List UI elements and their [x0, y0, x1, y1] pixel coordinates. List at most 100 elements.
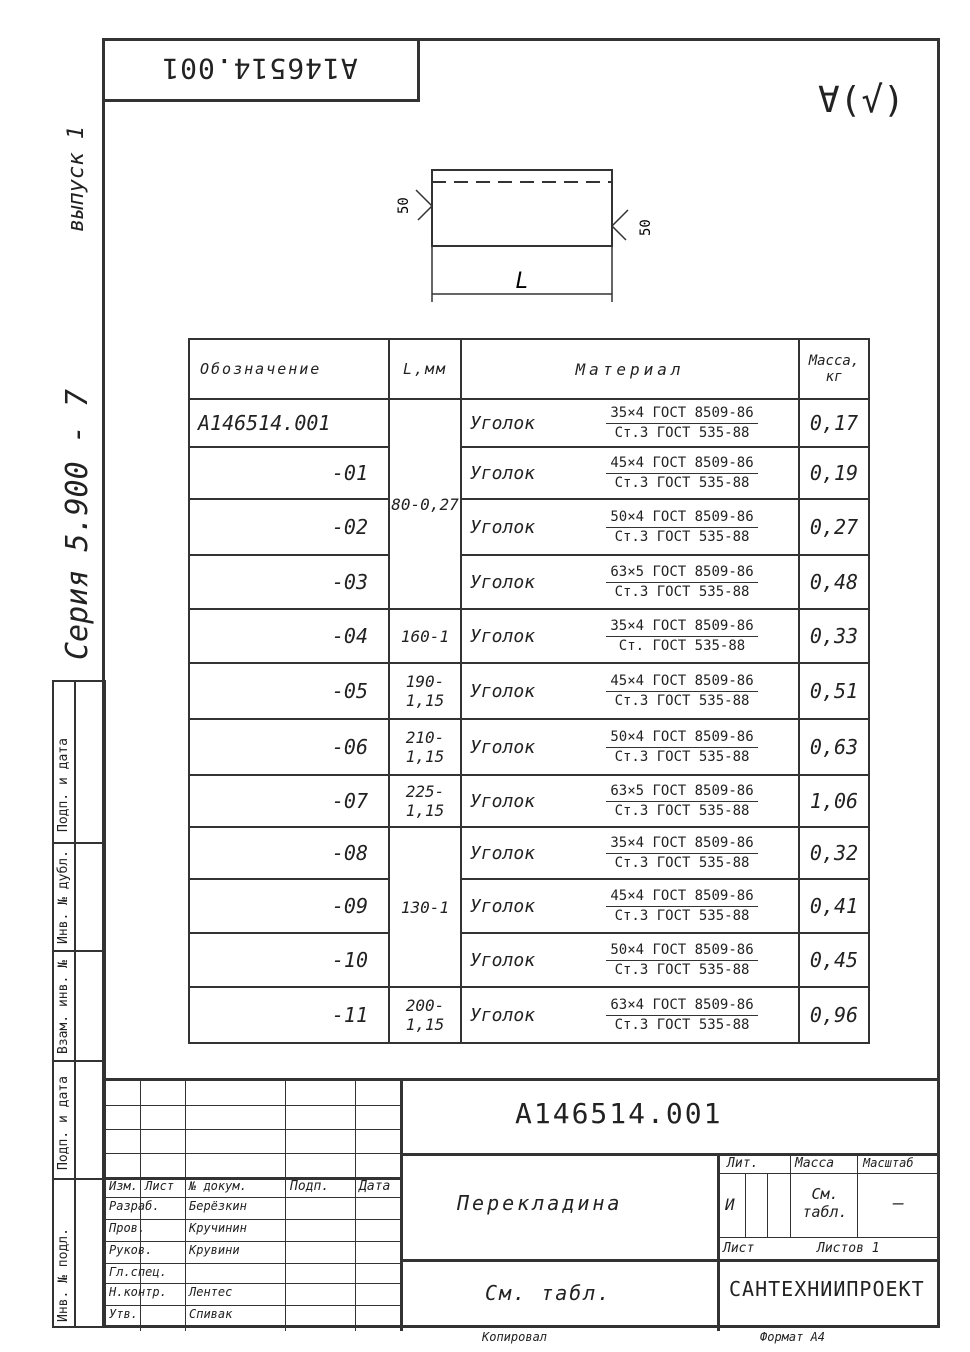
- header-mass: Масса, кг: [798, 338, 870, 400]
- tb-person: Крувини: [189, 1243, 240, 1257]
- header-material: Материал: [460, 338, 800, 400]
- issue-label: выпуск 1: [64, 126, 89, 232]
- tb-code: А146514.001: [515, 1097, 723, 1130]
- tb-sheets-label: Листов 1: [817, 1241, 880, 1256]
- material-profile: 35×4 ГОСТ 8509-86: [606, 834, 758, 854]
- tb-role: Изм. Лист: [109, 1179, 175, 1193]
- spec-table: Обозначение L,мм Материал Масса, кг А146…: [188, 338, 870, 1044]
- material-profile: 35×4 ГОСТ 8509-86: [606, 404, 758, 424]
- material-word: Уголок: [470, 1004, 536, 1026]
- material-steel: Ст.3 ГОСТ 535-88: [614, 692, 750, 709]
- footer-copied: Копировал: [482, 1330, 548, 1344]
- row-designation: -11: [188, 986, 390, 1044]
- material-profile: 63×4 ГОСТ 8509-86: [606, 996, 758, 1016]
- material-profile: 50×4 ГОСТ 8509-86: [606, 941, 758, 961]
- row-designation: -10: [188, 932, 390, 988]
- tb-scale-label: Масштаб: [863, 1156, 914, 1170]
- tb-person: № докум.: [189, 1179, 247, 1193]
- material-word: Уголок: [470, 462, 536, 484]
- title-block: А146514.001 Перекладина См. табл. САНТЕХ…: [105, 1078, 940, 1331]
- tb-person: Кручинин: [189, 1221, 247, 1235]
- material-profile: 45×4 ГОСТ 8509-86: [606, 454, 758, 474]
- row-mass: 0,45: [798, 932, 870, 988]
- tb-role: Руков.: [109, 1243, 153, 1257]
- row-mass: 0,41: [798, 878, 870, 934]
- material-word: Уголок: [470, 412, 536, 434]
- header-designation: Обозначение: [188, 338, 390, 400]
- tb-role: Пров.: [109, 1221, 146, 1235]
- material-steel: Ст.3 ГОСТ 535-88: [614, 528, 750, 545]
- material-word: Уголок: [470, 790, 536, 812]
- material-steel: Ст.3 ГОСТ 535-88: [614, 961, 750, 978]
- tb-col-sign: Подп.: [290, 1179, 330, 1194]
- material-steel: Ст.3 ГОСТ 535-88: [614, 424, 750, 441]
- series-label: Серия 5.900 - 7: [60, 389, 95, 660]
- row-designation: -09: [188, 878, 390, 934]
- tb-person: Берёзкин: [189, 1199, 247, 1213]
- row-designation: -05: [188, 662, 390, 720]
- top-code-stamp: А146514.001: [102, 38, 420, 102]
- tb-col-date: Дата: [359, 1179, 391, 1194]
- row-length: 190-1,15: [388, 662, 462, 720]
- tb-person: Спивак: [189, 1307, 233, 1321]
- material-steel: Ст.3 ГОСТ 535-88: [614, 1016, 750, 1033]
- rough-mark-right: [610, 209, 629, 241]
- row-mass: 1,06: [798, 774, 870, 828]
- strip-label-5: Инв. № подл.: [56, 1228, 71, 1322]
- material-word: Уголок: [470, 625, 536, 647]
- material-steel: Ст. ГОСТ 535-88: [618, 637, 746, 654]
- row-designation: -08: [188, 826, 390, 880]
- row-mass: 0,17: [798, 398, 870, 448]
- row-mass: 0,63: [798, 718, 870, 776]
- tb-scale-value: —: [893, 1193, 904, 1214]
- material-profile: 35×4 ГОСТ 8509-86: [606, 617, 758, 637]
- tb-mass-label: Масса: [795, 1156, 835, 1171]
- material-profile: 50×4 ГОСТ 8509-86: [606, 508, 758, 528]
- row-designation: -02: [188, 498, 390, 556]
- roughness-mark: ∀(√): [818, 80, 905, 121]
- material-steel: Ст.3 ГОСТ 535-88: [614, 748, 750, 765]
- tb-role: Н.контр.: [109, 1285, 167, 1299]
- row-length: 225-1,15: [388, 774, 462, 828]
- material-profile: 63×5 ГОСТ 8509-86: [606, 563, 758, 583]
- row-designation: -07: [188, 774, 390, 828]
- spec-header-row: Обозначение L,мм Материал Масса, кг: [188, 338, 870, 400]
- tb-lit-value: И: [725, 1195, 735, 1214]
- row-designation: -01: [188, 446, 390, 500]
- tb-role: Гл.спец.: [109, 1265, 167, 1279]
- material-profile: 45×4 ГОСТ 8509-86: [606, 672, 758, 692]
- row-mass: 0,27: [798, 498, 870, 556]
- row-mass: 0,48: [798, 554, 870, 610]
- material-word: Уголок: [470, 516, 536, 538]
- tb-mass-value: См. табл.: [802, 1185, 848, 1221]
- material-word: Уголок: [470, 571, 536, 593]
- material-steel: Ст.3 ГОСТ 535-88: [614, 583, 750, 600]
- material-word: Уголок: [470, 842, 536, 864]
- tb-lit-label: Лит.: [727, 1156, 759, 1171]
- rough-value-left: 50: [396, 197, 412, 214]
- material-word: Уголок: [470, 949, 536, 971]
- row-mass: 0,33: [798, 608, 870, 664]
- material-steel: Ст.3 ГОСТ 535-88: [614, 802, 750, 819]
- tb-name: Перекладина: [457, 1191, 623, 1215]
- tb-person: Лентес: [189, 1285, 233, 1299]
- tb-org: САНТЕХНИИПРОЕКТ: [729, 1277, 925, 1301]
- row-length: 210-1,15: [388, 718, 462, 776]
